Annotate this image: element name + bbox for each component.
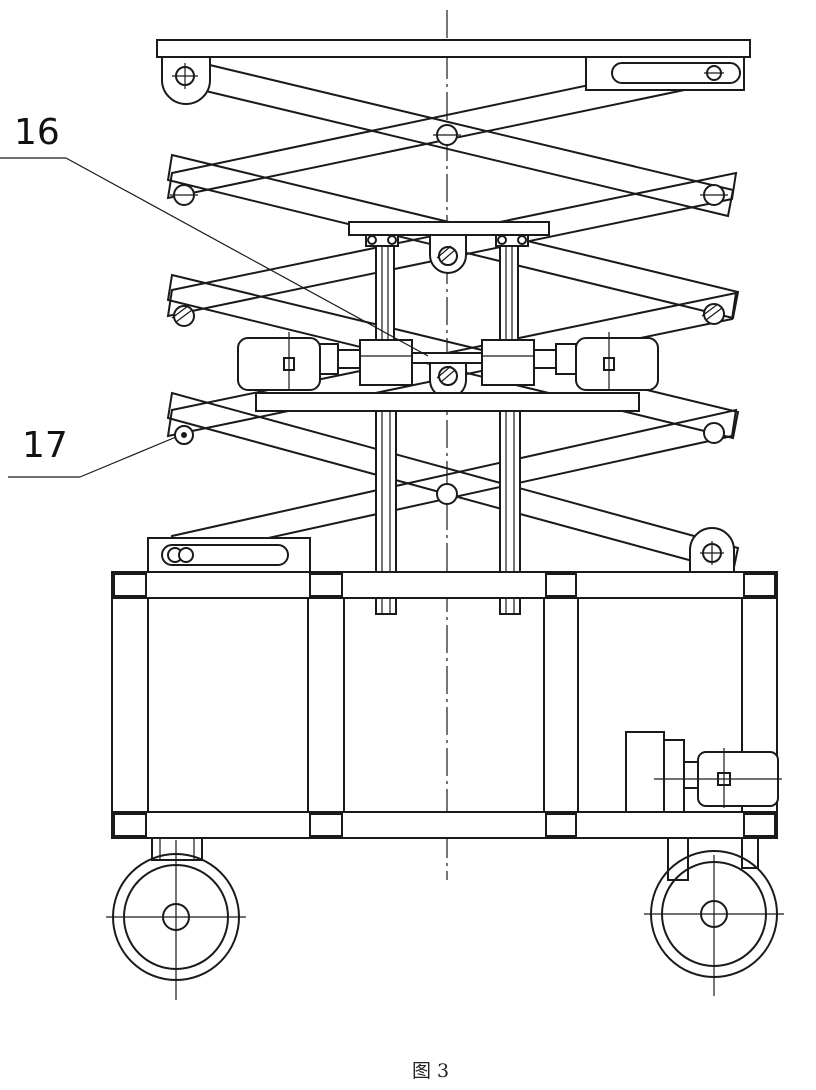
pin-joints [170, 124, 728, 505]
scissor-stage-2 [166, 153, 740, 320]
chassis-frame [111, 571, 778, 839]
pin-joint [701, 303, 725, 325]
wheel-left [106, 837, 246, 1000]
pin-joint [436, 483, 458, 505]
top-platform [156, 39, 751, 105]
pin-joint [171, 305, 195, 327]
label-17: 17 [22, 425, 68, 466]
pin-joint [703, 422, 725, 444]
screw-lift-assembly [237, 221, 659, 615]
lower-slide-bracket [147, 527, 735, 575]
pin-joint [433, 124, 461, 146]
label-16: 16 [14, 112, 60, 153]
callout-16: 16 [0, 112, 429, 357]
pin-joint [170, 184, 198, 206]
pin-joint [700, 184, 728, 206]
drive-motor-assembly [625, 731, 782, 813]
callout-17: 17 [8, 425, 177, 478]
figure-caption: 图 3 [412, 1060, 449, 1082]
wheels [106, 837, 784, 1000]
wheel-right [644, 837, 784, 996]
pin-joint [174, 425, 194, 445]
